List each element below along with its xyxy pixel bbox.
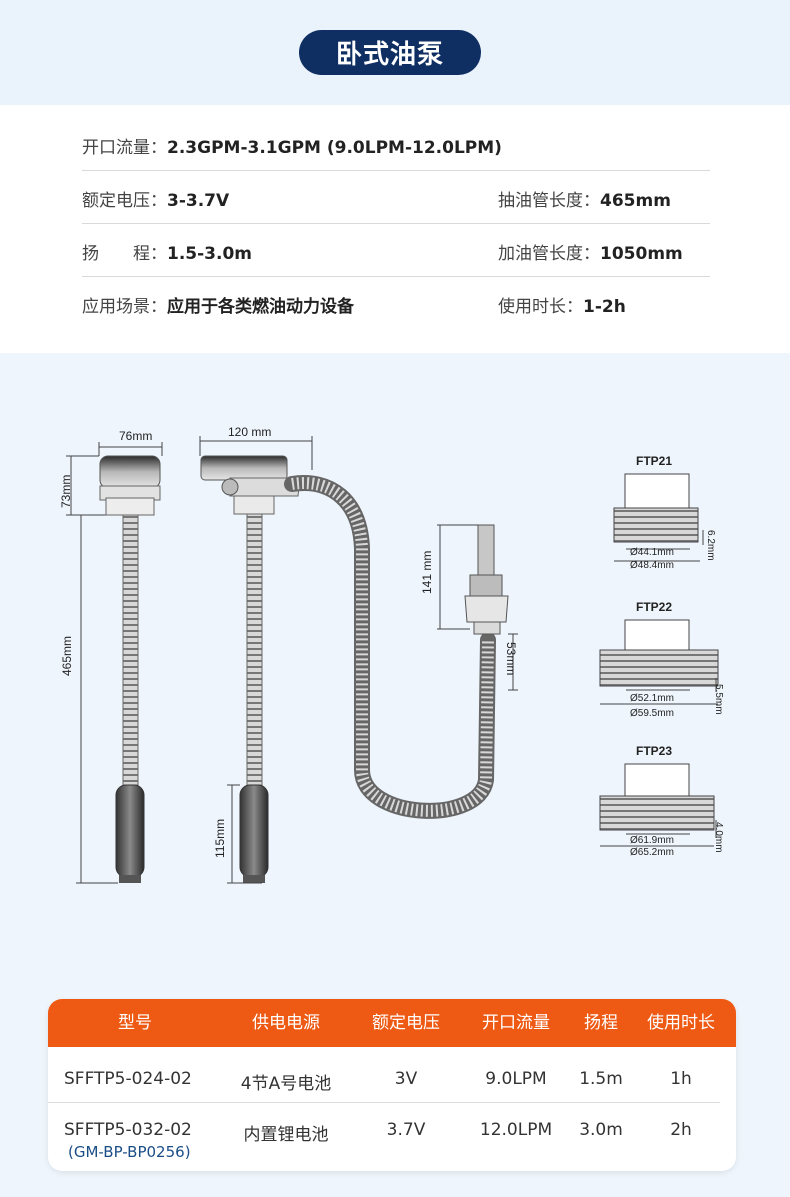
cell-lift: 3.0m bbox=[579, 1120, 623, 1140]
cell-flow: 9.0LPM bbox=[485, 1069, 547, 1089]
cell-model-sub: (GM-BP-BP0256) bbox=[68, 1143, 191, 1161]
ftp21-title: FTP21 bbox=[636, 454, 672, 468]
ftp22-title: FTP22 bbox=[636, 600, 672, 614]
ftp21-inner-diameter: Ø44.1mm bbox=[630, 547, 674, 558]
cell-flow: 12.0LPM bbox=[479, 1120, 553, 1140]
col-flow: 开口流量 bbox=[482, 1013, 550, 1033]
divider bbox=[82, 223, 710, 224]
row-divider bbox=[48, 1102, 720, 1103]
col-lift: 扬程 bbox=[584, 1013, 618, 1033]
dim-141-label: 141 mm bbox=[420, 551, 434, 594]
page-title: 卧式油泵 bbox=[299, 30, 481, 75]
spec-application: 应用场景：应用于各类燃油动力设备 bbox=[82, 297, 354, 317]
dim-115-label: 115mm bbox=[213, 819, 227, 858]
diagram-area: 76mm 73mm 465mm 120 mm bbox=[0, 353, 790, 993]
spec-lift: 扬 程：1.5-3.0m bbox=[82, 244, 252, 264]
spec-flow: 开口流量：2.3GPM-3.1GPM (9.0LPM-12.0LPM) bbox=[82, 138, 502, 158]
dim-120-label: 120 mm bbox=[228, 425, 271, 439]
dim-465-label: 465mm bbox=[60, 636, 74, 676]
spec-fill-length: 加油管长度：1050mm bbox=[498, 244, 683, 264]
pump-side-view-with-hose: 120 mm 115mm 141 mm 53mm bbox=[199, 425, 518, 884]
cell-lift: 1.5m bbox=[579, 1069, 623, 1089]
divider bbox=[82, 170, 710, 171]
ftp22-thread-height: 5.5mm bbox=[713, 684, 724, 715]
col-voltage: 额定电压 bbox=[372, 1013, 440, 1033]
spec-suction-length: 抽油管长度：465mm bbox=[498, 191, 671, 211]
ftp21-adapter: FTP21 Ø44.1mm Ø48.4mm 6.2mm bbox=[613, 454, 716, 571]
cell-model: SFFTP5-024-02 bbox=[64, 1069, 192, 1089]
table-header: 型号 供电电源 额定电压 开口流量 扬程 使用时长 bbox=[48, 999, 736, 1047]
cell-runtime: 2h bbox=[670, 1120, 692, 1140]
cell-runtime: 1h bbox=[670, 1069, 692, 1089]
cell-power: 4节A号电池 bbox=[240, 1074, 332, 1094]
ftp23-thread-height: 4.0mm bbox=[713, 822, 724, 853]
ftp22-inner-diameter: Ø52.1mm bbox=[630, 693, 674, 704]
ftp23-adapter: FTP23 Ø61.9mm Ø65.2mm 4.0mm bbox=[599, 744, 724, 858]
divider bbox=[82, 276, 710, 277]
ftp22-adapter: FTP22 Ø52.1mm Ø59.5mm 5.5mm bbox=[599, 600, 724, 719]
col-runtime: 使用时长 bbox=[647, 1013, 715, 1033]
col-power: 供电电源 bbox=[252, 1013, 320, 1033]
col-model: 型号 bbox=[118, 1013, 152, 1033]
spec-table: 型号 供电电源 额定电压 开口流量 扬程 使用时长 SFFTP5-024-02 … bbox=[48, 999, 736, 1171]
ftp23-outer-diameter: Ø65.2mm bbox=[630, 847, 674, 858]
cell-power: 内置锂电池 bbox=[243, 1125, 329, 1145]
dim-76-label: 76mm bbox=[119, 429, 152, 443]
cell-model: SFFTP5-032-02 bbox=[64, 1120, 192, 1140]
cell-voltage: 3V bbox=[394, 1069, 418, 1089]
ftp23-inner-diameter: Ø61.9mm bbox=[630, 835, 674, 846]
ftp22-outer-diameter: Ø59.5mm bbox=[630, 708, 674, 719]
ftp23-title: FTP23 bbox=[636, 744, 672, 758]
dim-53-label: 53mm bbox=[504, 642, 518, 675]
pump-vertical-view: 76mm 73mm 465mm bbox=[59, 429, 163, 884]
spec-voltage: 额定电压：3-3.7V bbox=[82, 191, 230, 211]
spec-panel: 开口流量：2.3GPM-3.1GPM (9.0LPM-12.0LPM) 额定电压… bbox=[0, 105, 790, 353]
dim-73-label: 73mm bbox=[59, 475, 73, 508]
cell-voltage: 3.7V bbox=[386, 1120, 426, 1140]
spec-runtime: 使用时长：1-2h bbox=[498, 297, 626, 317]
ftp21-thread-height: 6.2mm bbox=[705, 530, 716, 561]
header-band: 卧式油泵 bbox=[0, 0, 790, 105]
ftp21-outer-diameter: Ø48.4mm bbox=[630, 560, 674, 571]
pump-diagram: 76mm 73mm 465mm 120 mm bbox=[59, 425, 724, 884]
